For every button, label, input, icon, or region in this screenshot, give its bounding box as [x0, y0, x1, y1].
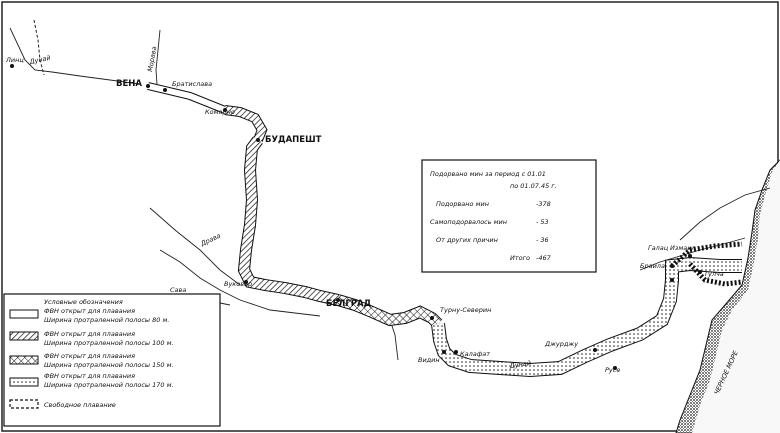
legend-item-5-line1: Свободное плавание [44, 401, 116, 409]
stats-total-value: -467 [536, 254, 552, 262]
legend-item-2-line1: ФВН открыт для плавания [44, 330, 135, 338]
city-vukovar: Вуковар [224, 280, 252, 288]
legend-swatch-crosshatch [9, 355, 39, 365]
stats-row-1-value: -378 [536, 200, 551, 208]
legend-item-1-line1: ФВН открыт для плавания [44, 307, 135, 315]
city-tulcea: Тулча [704, 270, 724, 278]
fairway-segment-2 [224, 106, 267, 142]
city-bratislava: Братислава [172, 80, 212, 88]
legend: Условные обозначения ФВН открыт для плав… [3, 293, 221, 427]
legend-item-3-line1: ФВН открыт для плавания [44, 352, 135, 360]
legend-item-1-line2: Ширина протраленной полосы 80 м. [44, 316, 169, 324]
legend-item-3-line2: Ширина протраленной полосы 150 м. [44, 361, 174, 369]
fairway-segment-4 [336, 295, 442, 328]
legend-swatch-dashed [9, 399, 39, 409]
fairway-segment-3 [238, 137, 340, 305]
river-label-sava: Сава [170, 286, 186, 294]
stats-row-3-value: - 36 [536, 236, 549, 244]
stats-row-2-label: Самоподорвалось мин [430, 218, 507, 226]
city-galati: Галац [648, 244, 669, 252]
city-giurgiu: Джурджу [544, 340, 578, 348]
legend-swatch-plain [9, 309, 39, 319]
city-calafat: Калафат [460, 350, 490, 358]
river-drava [149, 207, 241, 286]
city-vienna: ВЕНА [116, 79, 142, 89]
legend-item-4-line2: Ширина протраленной полосы 170 м. [44, 381, 174, 389]
fairway-segment-1 [147, 83, 227, 113]
city-braila: Браила [640, 262, 665, 270]
delta-branches [670, 241, 743, 287]
city-turnu-severin: Турну-Северин [440, 306, 491, 314]
border-line [33, 19, 45, 76]
stats-row-3-label: От других причин [436, 236, 498, 244]
stats-title-line2: по 01.07.45 г. [510, 182, 557, 190]
legend-swatch-dots [9, 377, 39, 387]
stats-title-line1: Подорвано мин за период с 01.01 [430, 170, 546, 178]
city-vidin: Видин [418, 356, 440, 364]
fairway-segment-5 [432, 257, 742, 377]
stats-row-1-label: Подорвано мин [436, 200, 489, 208]
stats-row-2-value: - 53 [536, 218, 549, 226]
river-morava [155, 29, 161, 85]
legend-item-2-line2: Ширина протраленной полосы 100 м. [44, 339, 174, 347]
river-sava [159, 249, 321, 317]
city-komarno: Комарно [205, 108, 235, 116]
city-markers [10, 64, 702, 370]
city-belgrade: БЕЛГРАД [326, 299, 372, 309]
legend-item-4-line1: ФВН открыт для плавания [44, 372, 135, 380]
city-linz: Линц [5, 56, 24, 64]
city-budapest: БУДАПЕШТ [265, 135, 322, 145]
stats-total-label: Итого [510, 254, 530, 262]
mine-stats-box: Подорвано мин за период с 01.01 по 01.07… [421, 159, 597, 273]
river-label-danube-lower: Дунай [508, 359, 531, 370]
river-siret [679, 187, 771, 241]
city-izmail: Измаил [670, 244, 696, 252]
legend-title: Условные обозначения [44, 298, 123, 306]
river-prut [639, 237, 746, 271]
legend-swatch-hatch [9, 331, 39, 341]
river-danube-upper [9, 27, 141, 85]
city-ruse: Русе [605, 366, 620, 374]
